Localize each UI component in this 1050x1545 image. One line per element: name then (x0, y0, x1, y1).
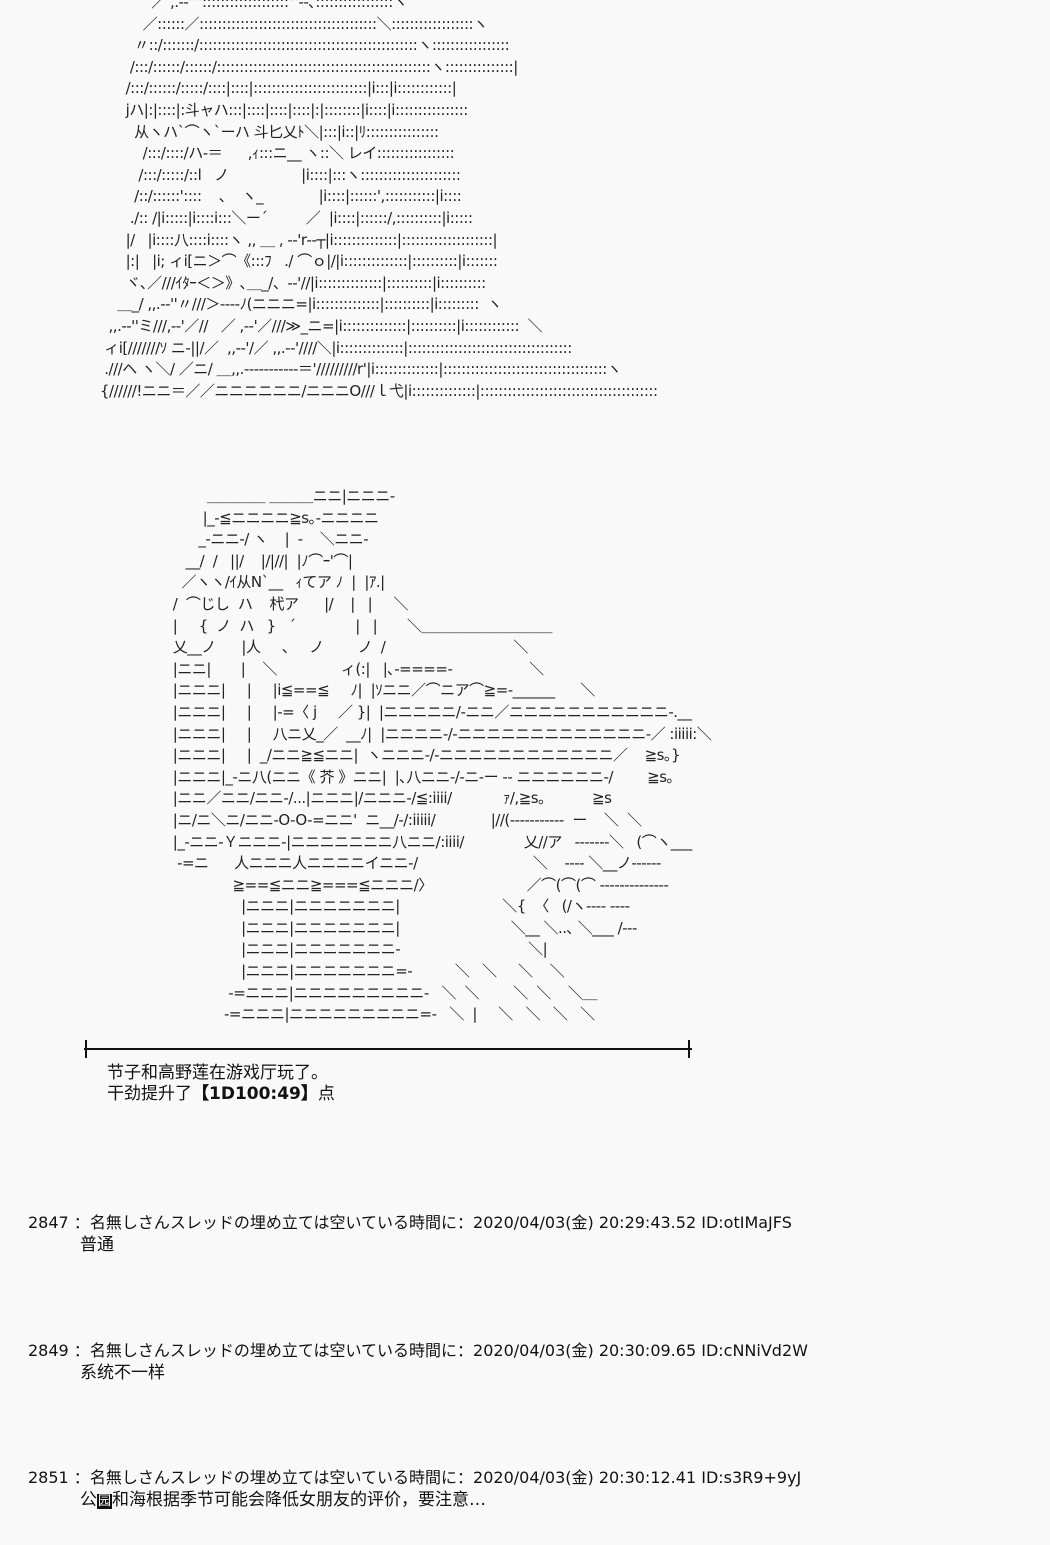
post-body-text: 公 (80, 1490, 97, 1510)
post-header: 2847 ：名無しさんスレッドの埋め立ては空いている時間に：2020/04/03… (28, 1213, 792, 1232)
narration-line-2: 干劲提升了【1D100:49】点 (107, 1084, 335, 1105)
ascii-art-bottom: ＿＿＿＿ ＿＿＿ニニ|ニニニ- |_-≦ニニニニ≧s｡-ニニニニ _-ニニ-/ … (172, 487, 712, 1024)
post-date: 2020/04/03(金) 20:30:09.65 (473, 1341, 697, 1360)
post-author: 名無しさんスレッドの埋め立ては空いている時間に (89, 1341, 458, 1360)
post-date: 2020/04/03(金) 20:30:12.41 (473, 1468, 697, 1487)
post-body-text: 和海根据季节可能会降低女朋友的评价，要注意… (112, 1490, 487, 1510)
post-header: 2849 ：名無しさんスレッドの埋め立ては空いている時間に：2020/04/03… (28, 1341, 808, 1360)
post-number[interactable]: 2851 (28, 1468, 69, 1487)
unsupported-glyph-box: 园 (97, 1494, 113, 1509)
post: 2847 ：名無しさんスレッドの埋め立ては空いている時間に：2020/04/03… (28, 1212, 792, 1256)
post-body: 系统不一样 (80, 1363, 165, 1383)
ascii-art-top: ／ ,.-‐''":::::::::::::::::::"'‐-､:::::::… (100, 0, 658, 400)
post-id: ID:otIMaJFS (701, 1213, 792, 1232)
post-body: 公园和海根据季节可能会降低女朋友的评价，要注意… (28, 1489, 801, 1511)
divider-tick-right (688, 1040, 690, 1058)
post-number[interactable]: 2849 (28, 1341, 69, 1360)
post-header: 2851 ：名無しさんスレッドの埋め立ては空いている時間に：2020/04/03… (28, 1468, 802, 1487)
dice-roll: 【1D100:49】 (192, 1084, 318, 1104)
divider-tick-left (85, 1040, 87, 1058)
post: 2851 ：名無しさんスレッドの埋め立ては空いている時間に：2020/04/03… (28, 1467, 801, 1511)
post-id: ID:s3R9+9yJ (701, 1468, 802, 1487)
narration-text: 干劲提升了 (107, 1084, 192, 1104)
post: 2849 ：名無しさんスレッドの埋め立ては空いている時間に：2020/04/03… (28, 1340, 808, 1384)
post-id: ID:cNNiVd2W (701, 1341, 808, 1360)
narration-line-1: 节子和高野莲在游戏厅玩了。 (107, 1063, 328, 1083)
post-author: 名無しさんスレッドの埋め立ては空いている時間に (89, 1213, 458, 1232)
divider-line (84, 1048, 692, 1050)
post-body: 普通 (80, 1235, 114, 1255)
narration-text: 点 (317, 1084, 335, 1104)
post-number[interactable]: 2847 (28, 1213, 69, 1232)
post-date: 2020/04/03(金) 20:29:43.52 (473, 1213, 697, 1232)
post-author: 名無しさんスレッドの埋め立ては空いている時間に (89, 1468, 458, 1487)
